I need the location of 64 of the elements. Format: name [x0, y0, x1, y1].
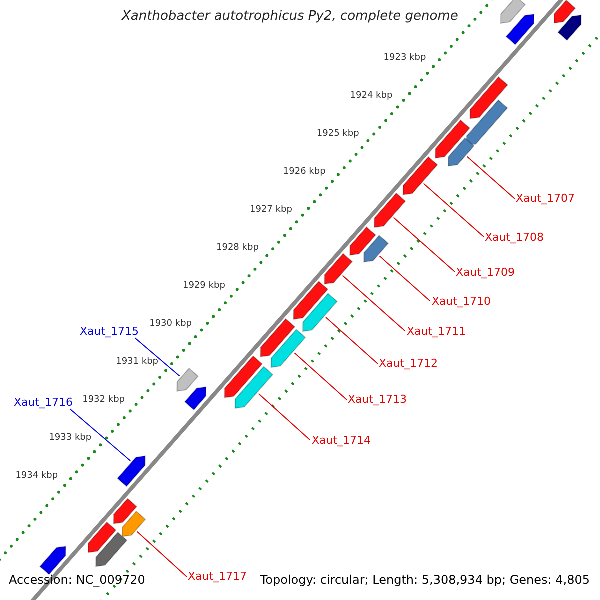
accession-text: Accession: NC_009720	[9, 574, 146, 588]
gene-label: Xaut_1707	[516, 193, 576, 206]
gene-label: Xaut_1709	[456, 267, 516, 280]
gene-block	[117, 456, 146, 488]
gene-block	[224, 356, 264, 398]
leader-line	[423, 183, 484, 238]
gene-block	[402, 156, 438, 196]
gene-block	[554, 0, 576, 24]
leader-line	[258, 393, 310, 440]
gene-block	[302, 293, 338, 332]
gene-block	[500, 0, 526, 24]
gene-label: Xaut_1717	[188, 571, 248, 584]
coordinate-label: 1923 kbp	[384, 54, 426, 64]
coordinate-label: 1928 kbp	[216, 244, 259, 254]
genome-info-text: Topology: circular; Length: 5,308,934 bp; Genes: 4,805	[260, 574, 590, 588]
leader-line	[466, 156, 516, 200]
gene-block	[364, 234, 390, 263]
gene-block	[88, 522, 117, 554]
gene-label: Xaut_1711	[407, 326, 466, 338]
gene-label: Xaut_1708	[485, 232, 544, 244]
coordinate-label: 1932 kbp	[82, 396, 125, 406]
coordinate-label: 1933 kbp	[49, 434, 92, 444]
coordinate-label: 1930 kbp	[150, 320, 192, 330]
gene-block	[122, 510, 146, 538]
coordinate-label: 1934 kbp	[16, 472, 58, 482]
leader-line	[70, 408, 132, 462]
gene-label: Xaut_1713	[348, 394, 408, 406]
gene-label: Xaut_1710	[432, 296, 492, 308]
leader-line	[379, 256, 430, 302]
coordinate-label: 1929 kbp	[183, 282, 226, 292]
gene-block	[466, 100, 508, 146]
gene-label: Xaut_1714	[312, 435, 372, 448]
gene-block	[448, 138, 475, 167]
gene-block	[113, 498, 138, 524]
gene-block	[470, 76, 509, 120]
gene-block	[40, 546, 66, 576]
gene-block	[96, 532, 128, 568]
gene-block	[293, 280, 329, 320]
gene-block	[558, 14, 582, 42]
gene-block	[260, 318, 296, 358]
leader-line	[134, 338, 180, 377]
coordinate-label: 1925 kbp	[316, 130, 360, 140]
gene-block	[184, 386, 207, 411]
coordinate-label: 1926 kbp	[283, 168, 326, 178]
gene-block	[506, 14, 535, 46]
gene-label: Xaut_1712	[379, 358, 438, 370]
leader-line	[326, 317, 378, 364]
gene-block	[435, 120, 471, 159]
leader-line	[294, 352, 348, 400]
gene-block	[324, 253, 354, 285]
gene-label: Xaut_1716	[14, 397, 74, 410]
leader-line	[342, 275, 406, 332]
coordinate-label: 1924 kbp	[350, 92, 393, 102]
gene-label: Xaut_1715	[80, 326, 140, 338]
gene-block	[270, 329, 306, 368]
coordinate-label: 1931 kbp	[116, 358, 158, 368]
coordinate-label: 1927 kbp	[250, 206, 292, 216]
gene-block	[176, 368, 199, 392]
gene-block	[350, 226, 376, 256]
title: Xanthobacter autotrophicus Py2, complete genome	[122, 10, 458, 24]
gene-block	[374, 192, 406, 228]
leader-line	[136, 531, 188, 578]
leader-line	[393, 217, 456, 272]
gene-block	[234, 366, 274, 409]
